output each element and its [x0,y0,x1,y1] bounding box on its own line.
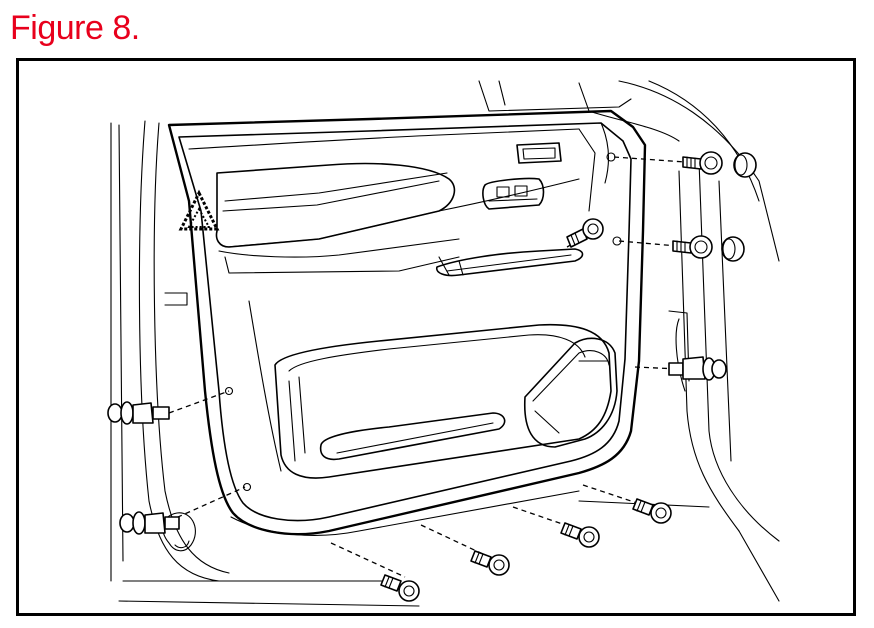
cap-middle-right [721,236,745,262]
screw-middle-right [672,235,713,259]
screw-upper-right [682,151,723,175]
screw-bottom-2 [470,550,510,576]
trim-clip-left-upper [107,401,170,425]
screw-bottom-3 [560,522,600,548]
door-frame [110,80,780,607]
figure-title: Figure 8. [10,9,140,47]
diagram-frame [16,58,856,616]
cap-upper-right [733,152,757,178]
triangle-warning-icon [178,189,220,231]
screw-bottom-4 [632,498,672,524]
trim-clip-right [668,356,727,381]
door-trim-panel [167,109,647,536]
door-panel-diagram [107,80,780,607]
mounting-holes [224,152,622,492]
screw-handle [566,218,604,248]
screw-bottom-1 [380,574,420,602]
assembly-guide-lines [168,156,700,578]
trim-clip-left-lower [119,511,180,535]
